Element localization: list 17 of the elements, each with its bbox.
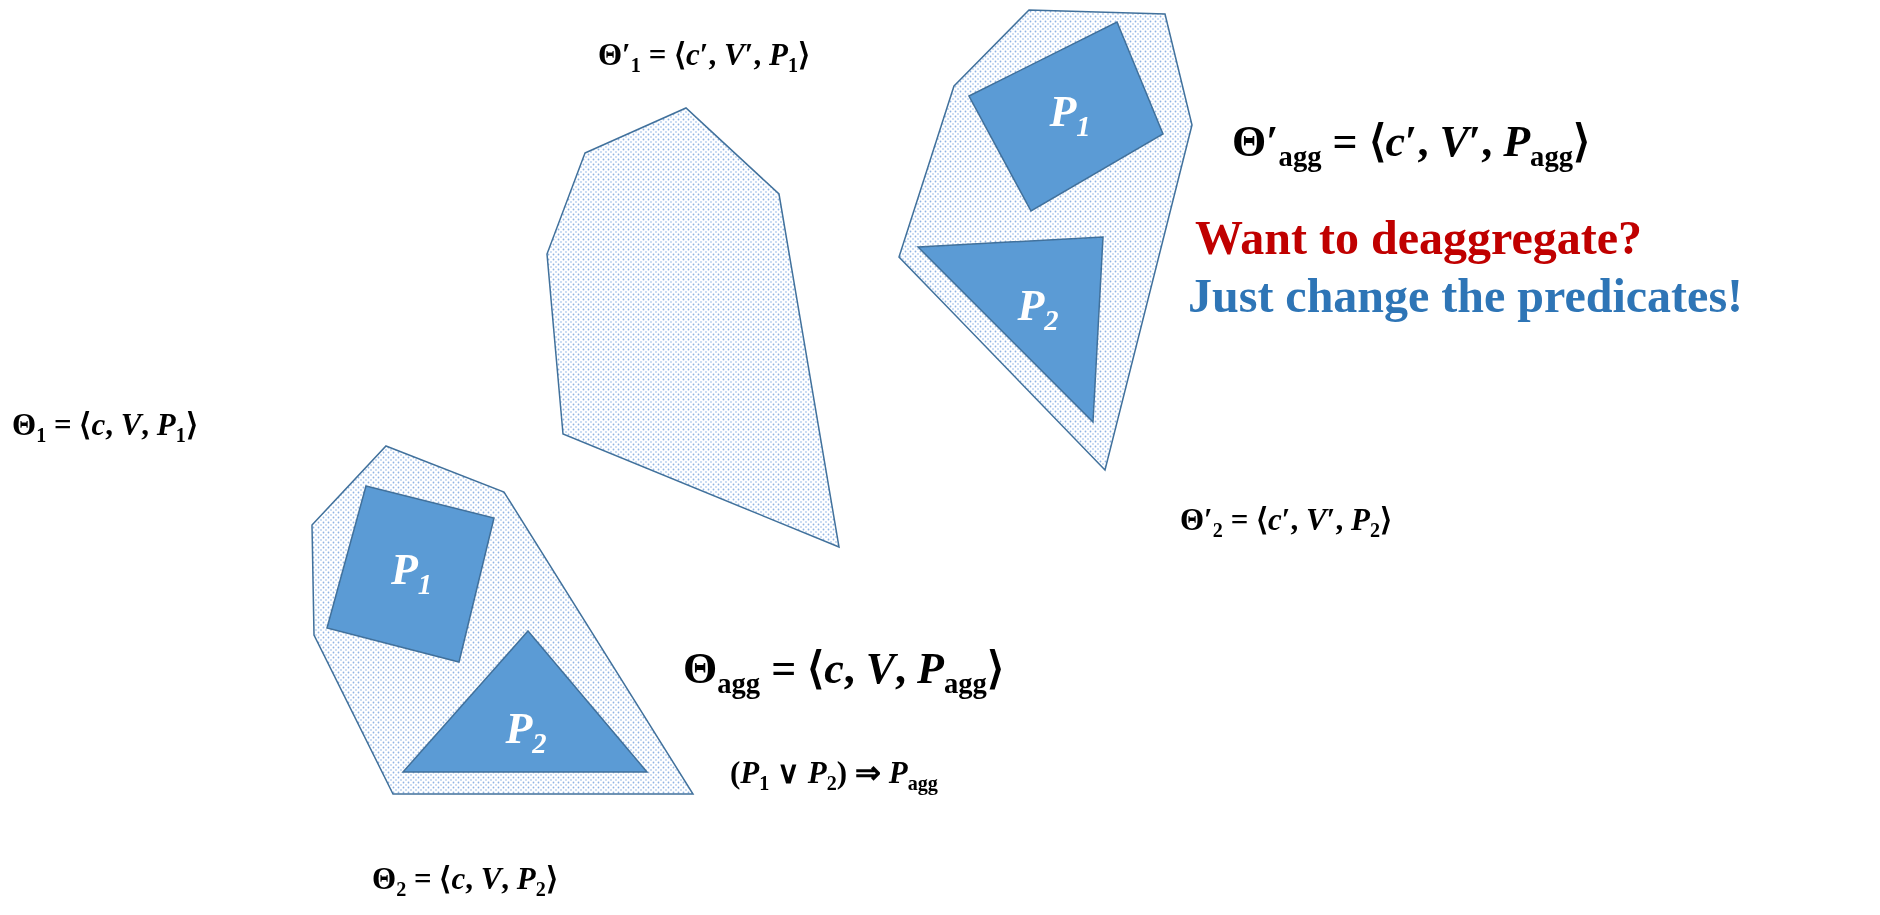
math-formula: Θ′$_{1}$ = ⟨c′, V′, P$_{1}$⟩ [598,38,810,77]
math-formula: Θ′$_{agg}$ = ⟨c′, V′, P$_{agg}$⟩ [1232,118,1590,173]
math-formula: Θ$_{agg}$ = ⟨c, V, P$_{agg}$⟩ [683,645,1004,700]
answer-text: Just change the predicates! [1188,270,1744,323]
math-formula: Θ$_{1}$ = ⟨c, V, P$_{1}$⟩ [12,408,198,447]
math-formula: (P$_{1}$ ∨ P$_{2}$) ⇒ P$_{agg}$ [730,756,938,795]
math-formula: Θ$_{2}$ = ⟨c, V, P$_{2}$⟩ [372,862,558,901]
math-formula: Θ′$_{2}$ = ⟨c′, V′, P$_{2}$⟩ [1180,503,1392,542]
question-text: Want to deaggregate? [1195,212,1643,265]
dotted-polygon [899,10,1192,470]
triangle-shape [918,237,1103,422]
dotted-polygon [547,108,839,547]
shape-label: P$_{2}$ [1017,284,1059,336]
triangle-shape [403,631,647,772]
shape-label: P$_{1}$ [390,547,433,600]
shape-label: P$_{2}$ [505,707,547,759]
shape-label: P$_{1}$ [1049,90,1091,142]
